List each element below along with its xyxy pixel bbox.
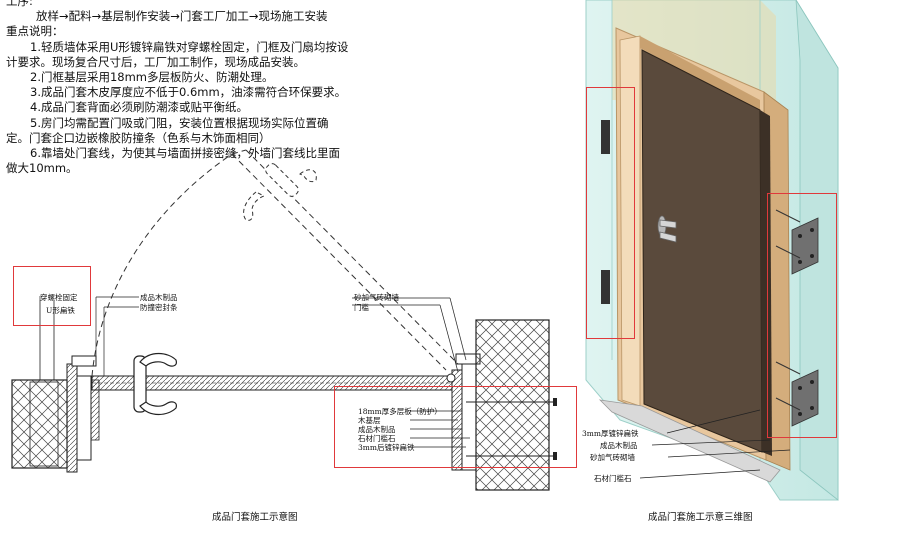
label-3d-wood-product: 成品木制品 <box>600 441 638 450</box>
door-leaf-3d <box>641 49 772 456</box>
label-wood-base: 木基层 <box>358 416 381 425</box>
3d-caption: 成品门套施工示意三维图 <box>648 512 753 523</box>
label-wood-product: 成品木制品 <box>140 293 178 302</box>
hinge-top <box>601 120 610 154</box>
note-6a: 6.靠墙处门套线，为使其与墙面拼接密缝，外墙门套线比里面 <box>30 146 340 161</box>
label-stone-sill: 石材门槛石 <box>358 434 396 443</box>
highlight-box-hinge-side <box>586 87 635 339</box>
label-3d-stone-sill: 石材门槛石 <box>594 474 632 483</box>
door-handle-open <box>243 163 317 221</box>
label-bolt-fix: 穿螺栓固定 <box>40 293 78 302</box>
plan-leader-lines <box>39 296 470 448</box>
note-1b: 计要求。现场复合尺寸后，工厂加工制作，现场成品安装。 <box>6 54 305 69</box>
notes-process-title: 工序: <box>6 0 33 8</box>
label-3d-block-wall: 砂加气砖砌墙 <box>590 453 635 462</box>
galvanized-bracket-upper <box>775 209 819 275</box>
label-seal-strip: 防撞密封条 <box>140 303 178 312</box>
note-6b: 做大10mm。 <box>6 161 78 176</box>
3d-leader-lines <box>639 409 791 479</box>
left-wall-section <box>11 300 68 469</box>
highlight-box-bolt <box>13 266 91 326</box>
label-wood-product-2: 成品木制品 <box>358 425 396 434</box>
plan-caption: 成品门套施工示意图 <box>212 512 298 523</box>
note-5a: 5.房门均需配置门吸或门阻，安装位置根据现场实际位置确 <box>30 115 329 130</box>
label-door-sill: 门槛 <box>354 303 369 312</box>
label-galvanized-iron: 3mm后镀锌扁铁 <box>358 443 415 452</box>
label-u-flat-iron: U形扁铁 <box>46 306 75 315</box>
highlight-box-bracket-side <box>767 193 837 438</box>
door-handle <box>133 352 177 416</box>
note-3: 3.成品门套木皮厚度应不低于0.6mm，油漆需符合环保要求。 <box>30 85 347 100</box>
label-block-wall: 砂加气砖砌墙 <box>354 293 399 302</box>
note-2: 2.门框基层采用18mm多层板防火、防潮处理。 <box>30 70 274 85</box>
label-3d-galvanized-iron: 3mm厚镀锌扁铁 <box>582 429 639 438</box>
construction-notes: 工序: 放样→配料→基层制作安装→门套工厂加工→现场施工安装 重点说明： 1.轻… <box>6 0 366 176</box>
right-wall-section <box>466 319 557 491</box>
notes-process-flow: 放样→配料→基层制作安装→门套工厂加工→现场施工安装 <box>36 9 328 24</box>
note-1a: 1.轻质墙体采用U形镀锌扁铁对穿螺栓固定，门框及门扇均按设 <box>30 39 349 54</box>
label-plywood: 18mm厚多层板（防护） <box>358 407 442 416</box>
left-door-frame <box>66 355 100 473</box>
hinge-bottom <box>601 270 610 304</box>
note-5b: 定。门套企口边嵌橡胶防撞条（色系与木饰面相同） <box>6 130 271 145</box>
door-handle-3d <box>657 215 677 243</box>
notes-heading: 重点说明： <box>6 24 64 39</box>
galvanized-bracket-lower <box>775 361 819 427</box>
note-4: 4.成品门套背面必须刷防潮漆或贴平衡纸。 <box>30 100 248 115</box>
highlight-box-frame-layers <box>334 386 577 468</box>
threshold-stone-3d <box>598 399 781 483</box>
